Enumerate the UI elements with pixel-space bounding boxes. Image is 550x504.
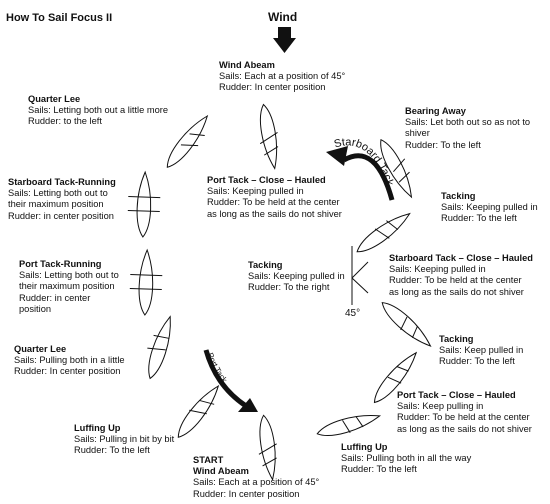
label-starboard-tack-close-hauled: Starboard Tack – Close – Hauled Sails: K… [389, 253, 533, 297]
boat-bearing-away [380, 139, 413, 199]
boat-quarter-lee-bottom [147, 315, 171, 380]
angle-label: 45° [345, 308, 361, 319]
label-luffing-up-left: Luffing Up Sails: Pulling in bit by bit … [74, 423, 175, 456]
boat-luffing-up-right [316, 415, 382, 436]
starboard-tack-arrowhead [326, 146, 348, 166]
boat-start-wind-abeam [258, 414, 277, 482]
label-port-tack-running: Port Tack-Running Sails: Letting both ou… [19, 259, 119, 314]
boat-tacking-right-bottom [381, 302, 432, 348]
label-tacking-right-top: Tacking Sails: Keeping pulled in Rudder:… [441, 191, 538, 224]
boat-wind-abeam-top [259, 103, 279, 170]
label-quarter-lee-bottom: Quarter Lee Sails: Pulling both in a lit… [14, 344, 125, 377]
label-start-wind-abeam: START Wind Abeam Sails: Each at a positi… [193, 455, 320, 499]
boat-starboard-running [127, 170, 161, 238]
boat-quarter-lee-top [166, 114, 209, 168]
label-tacking-right-bottom: Tacking Sails: Keep pulled in Rudder: To… [439, 334, 524, 367]
boat-tacking-right-top [356, 212, 411, 253]
port-tack-arrowhead [238, 398, 258, 412]
boat-port-tack-close-hauled [373, 351, 418, 404]
angle-lines [351, 246, 369, 305]
wind-arrow [273, 27, 296, 53]
label-tacking-center: Tacking Sails: Keeping pulled in Rudder:… [248, 260, 345, 293]
label-starboard-tack-running: Starboard Tack-Running Sails: Letting bo… [8, 177, 116, 221]
boat-port-running [129, 248, 163, 316]
port-tack-arrow [203, 349, 248, 409]
label-wind-abeam-top: Wind Abeam Sails: Each at a position of … [219, 60, 346, 93]
label-bearing-away: Bearing Away Sails: Let both out so as n… [405, 106, 531, 150]
boat-luffing-up-left [177, 384, 220, 438]
wind-label: Wind [268, 10, 298, 24]
label-port-tack-close-hauled-center: Port Tack – Close – Hauled Sails: Keepin… [207, 175, 342, 219]
label-quarter-lee-top: Quarter Lee Sails: Letting both out a li… [28, 94, 169, 127]
diagram-title: How To Sail Focus II [6, 12, 113, 24]
label-luffing-up-right: Luffing Up Sails: Pulling both in all th… [341, 442, 472, 475]
label-port-tack-close-hauled-right: Port Tack – Close – Hauled Sails: Keep p… [397, 390, 532, 434]
starboard-tack-arrow [342, 153, 395, 201]
